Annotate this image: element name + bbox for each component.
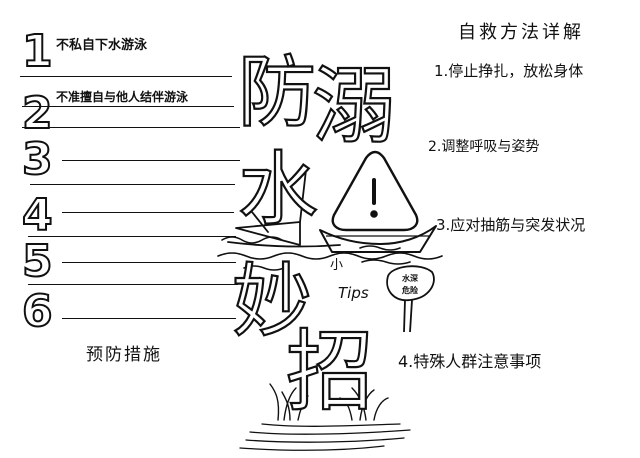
sailboat-drawing (227, 169, 341, 248)
list-rule (28, 236, 236, 237)
list-rule (62, 318, 236, 319)
water-waves (217, 236, 443, 271)
item-text-1: 不私自下水游泳 (56, 38, 148, 53)
title-small: 小 (330, 258, 344, 273)
item-number-2: 2 (21, 88, 54, 139)
selfrescue-step-3: 3.应对抽筋与突发状况 (436, 216, 586, 234)
title-char-ni: 溺 (311, 57, 397, 155)
list-rule (62, 212, 234, 213)
warning-triangle-icon (331, 150, 419, 232)
boat-drawing (319, 225, 437, 253)
sign-line-1: 水深 (402, 274, 418, 283)
water-sign-drawing (386, 265, 435, 333)
list-rule (22, 127, 240, 128)
grass-drawing (269, 383, 389, 421)
item-number-6: 6 (21, 286, 54, 337)
list-rule (22, 106, 234, 107)
title-char-shui: 水 (237, 143, 319, 236)
item-number-5: 5 (21, 236, 54, 287)
selfrescue-heading: 自救方法详解 (458, 22, 584, 43)
prevention-label: 预防措施 (86, 345, 162, 365)
title-char-miao: 妙 (231, 255, 313, 348)
item-text-2: 不准擅自与他人结伴游泳 (56, 90, 189, 104)
sign-line-2: 危险 (402, 286, 418, 295)
list-rule (28, 284, 238, 285)
item-number-3: 3 (21, 134, 54, 185)
ground-lines (239, 423, 411, 451)
title-char-zhao: 招 (285, 320, 375, 423)
selfrescue-step-2: 2.调整呼吸与姿势 (428, 139, 540, 155)
list-rule (30, 184, 235, 185)
list-rule (20, 76, 232, 77)
list-rule (62, 160, 240, 161)
selfrescue-step-4: 4.特殊人群注意事项 (398, 352, 542, 371)
title-char-fang: 防 (237, 48, 317, 138)
item-number-1: 1 (21, 26, 54, 77)
list-rule (62, 262, 236, 263)
title-tips: Tips (338, 284, 369, 302)
item-number-4: 4 (21, 190, 54, 241)
selfrescue-step-1: 1.停止挣扎，放松身体 (434, 62, 584, 80)
